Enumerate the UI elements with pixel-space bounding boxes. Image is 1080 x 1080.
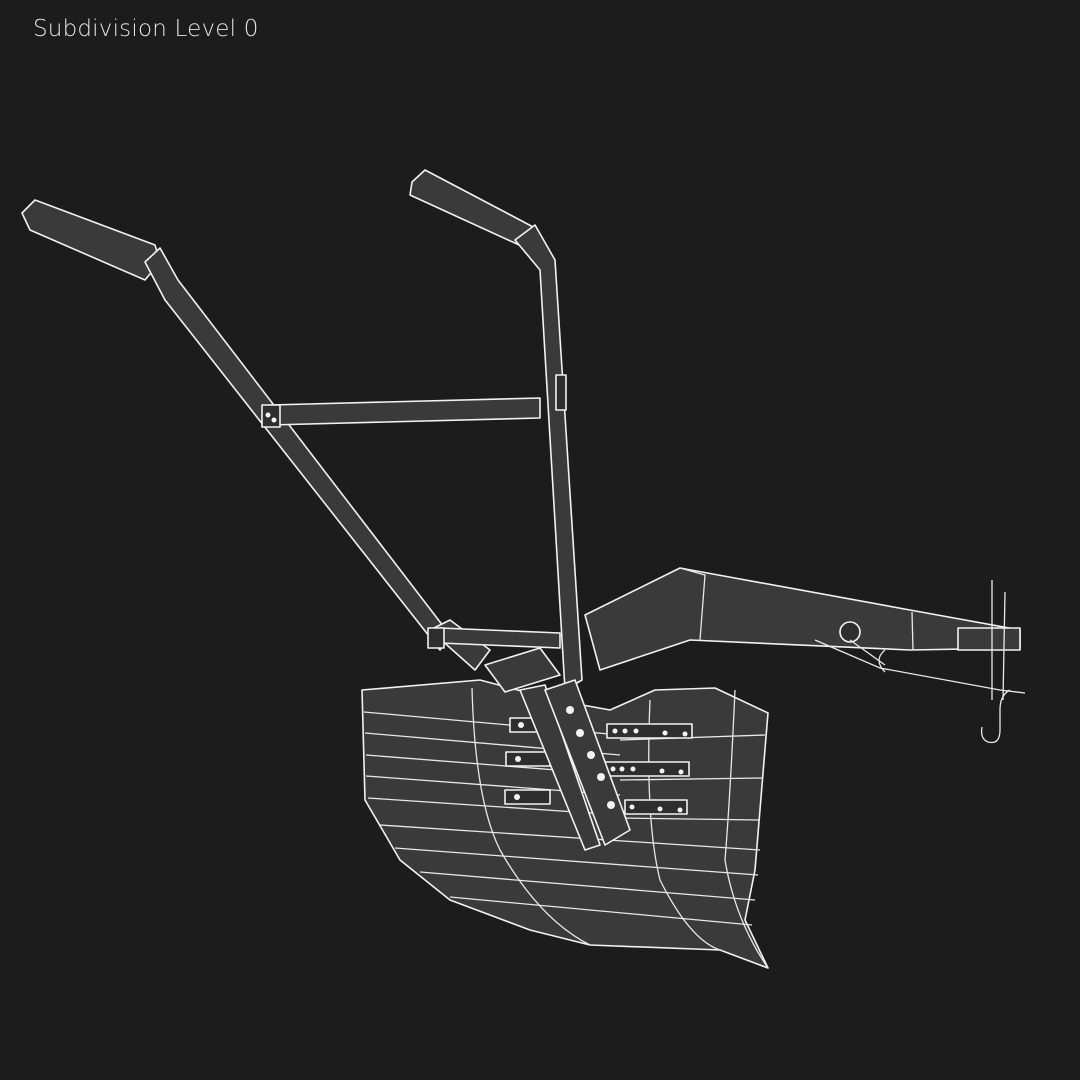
subdivision-level-label: Subdivision Level 0 — [33, 16, 259, 42]
cross-bars — [261, 397, 561, 649]
moldboard-grid — [363, 687, 769, 969]
left-handle — [21, 199, 491, 671]
plow-beam — [584, 567, 1021, 701]
standard-bar — [484, 647, 631, 851]
hitch-hook — [814, 621, 1026, 744]
right-handle — [409, 169, 583, 691]
